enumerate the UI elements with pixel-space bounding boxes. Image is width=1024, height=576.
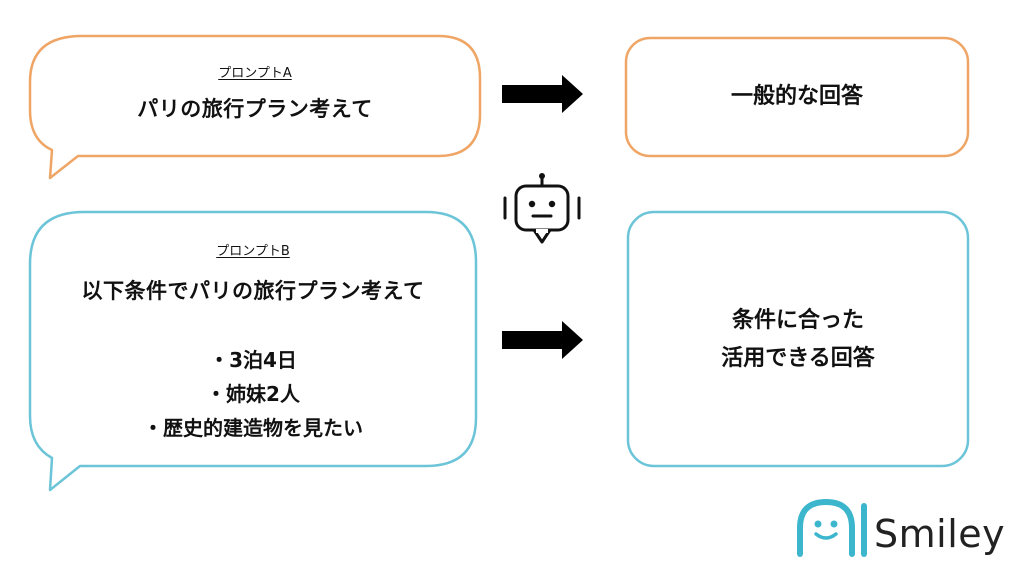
ai-logo-icon bbox=[797, 498, 867, 557]
prompt-b-label: プロンプトB bbox=[216, 244, 290, 259]
logo: Smiley bbox=[796, 498, 1006, 564]
answer-b-box bbox=[626, 210, 970, 468]
answer-b-line2: 活用できる回答 bbox=[721, 346, 875, 371]
prompt-a-label: プロンプトA bbox=[218, 66, 292, 81]
prompt-a-text: パリの旅行プラン考えて bbox=[137, 97, 373, 121]
prompt-a-bubble bbox=[28, 34, 482, 180]
answer-a-text: 一般的な回答 bbox=[730, 84, 863, 109]
condition-item: ・姉妹2人 bbox=[206, 382, 300, 406]
answer-b-content: 条件に合った 活用できる回答 bbox=[628, 302, 968, 378]
robot-icon bbox=[503, 173, 581, 244]
condition-item: ・3泊4日 bbox=[209, 348, 297, 372]
answer-b-line1: 条件に合った bbox=[731, 308, 864, 333]
prompt-b-bubble bbox=[28, 210, 478, 492]
condition-item: ・歴史的建造物を見たい bbox=[143, 416, 363, 440]
prompt-b-content: プロンプトB 以下条件でパリの旅行プラン考えて ・3泊4日 ・姉妹2人 ・歴史的… bbox=[30, 240, 476, 445]
answer-a-box bbox=[624, 36, 970, 158]
prompt-b-conditions: ・3泊4日 ・姉妹2人 ・歴史的建造物を見たい bbox=[30, 343, 476, 445]
right-arrow-icon bbox=[502, 75, 583, 113]
logo-text: Smiley bbox=[874, 512, 1006, 556]
right-arrow-icon bbox=[502, 321, 583, 359]
prompt-a-content: プロンプトA パリの旅行プラン考えて bbox=[30, 62, 480, 123]
prompt-b-text: 以下条件でパリの旅行プラン考えて bbox=[81, 279, 425, 303]
